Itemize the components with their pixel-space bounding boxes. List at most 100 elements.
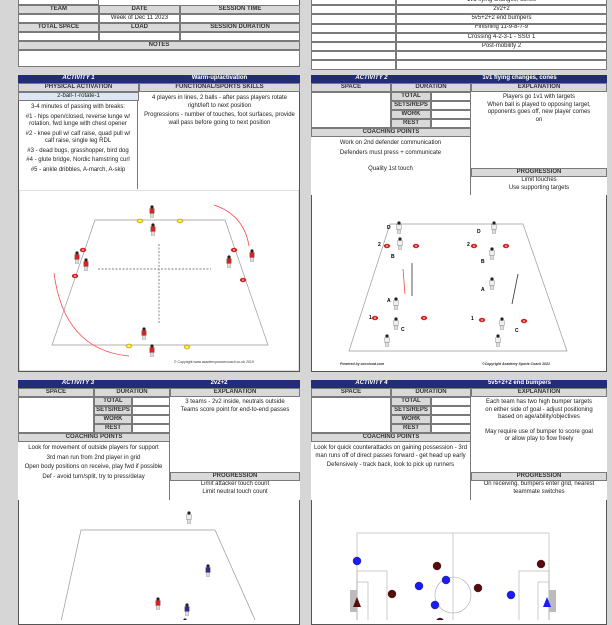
goal-left xyxy=(350,590,357,612)
player-red xyxy=(249,249,255,262)
activity-list-number-cell[interactable] xyxy=(311,0,396,6)
session-duration-value[interactable] xyxy=(180,32,300,41)
player-token xyxy=(414,581,424,591)
progression-text[interactable]: On receiving, bumpers enter grid, neares… xyxy=(471,481,607,500)
sets-reps-value[interactable] xyxy=(431,101,471,110)
space-value[interactable] xyxy=(311,92,391,128)
player-token xyxy=(430,600,440,610)
activity-4-diagram xyxy=(350,532,556,620)
explanation-label: EXPLANATION xyxy=(170,388,300,397)
total-value[interactable] xyxy=(132,397,170,406)
total-label: TOTAL xyxy=(94,397,132,406)
total-value[interactable] xyxy=(431,92,471,101)
date-value[interactable]: Week of Dec 11 2023 xyxy=(99,14,180,23)
player-red xyxy=(83,258,89,271)
explanation-label: EXPLANATION xyxy=(471,83,607,92)
player xyxy=(184,603,190,616)
functional-skills-label: FUNCTIONAL/SPORTS SKILLS xyxy=(139,83,300,92)
player-white xyxy=(396,221,402,234)
total-space-value[interactable] xyxy=(18,32,99,41)
position-marker: 2 xyxy=(378,242,381,248)
physical-activation-name[interactable]: 2-ball-T-rotate-1 xyxy=(18,92,139,101)
rest-value[interactable] xyxy=(431,119,471,128)
total-label: TOTAL xyxy=(391,92,431,101)
activity-list-number-cell[interactable] xyxy=(311,51,396,61)
position-marker: A xyxy=(387,298,391,304)
activity-list-item[interactable]: Finishing 11-9-8-7-9 xyxy=(396,23,607,33)
team-value[interactable] xyxy=(18,14,99,23)
position-marker: D xyxy=(387,225,391,231)
rest-value[interactable] xyxy=(431,424,471,433)
physical-line: #1 - hips open/closed, reverse lunge w/ … xyxy=(25,113,131,128)
activity2-number-text: ACTIVITY 2 xyxy=(355,75,388,82)
goalkeeper-blue xyxy=(543,597,551,607)
explanation-line: Each team has two high bumper targets on… xyxy=(485,399,593,420)
explanation-text[interactable]: Each team has two high bumper targets on… xyxy=(471,397,607,472)
activity-list-number-cell[interactable] xyxy=(311,32,396,42)
session-time-value[interactable] xyxy=(180,14,300,23)
activity-list-item[interactable]: Crossing 4-2-3-1 - SSG 1 xyxy=(396,32,607,42)
coaching-points-text[interactable]: Look for quick counterattacks on gaining… xyxy=(311,442,471,500)
coaching-line: Defenders must press + communicate xyxy=(339,149,442,156)
work-value[interactable] xyxy=(132,415,170,424)
position-marker: 1 xyxy=(471,316,474,322)
player-token xyxy=(536,559,546,569)
player-white xyxy=(499,317,505,330)
notes-field[interactable] xyxy=(18,50,300,67)
activity-list-item[interactable]: Post-mobility 2 xyxy=(396,42,607,52)
activity-list-number-cell[interactable] xyxy=(311,42,396,52)
activity-list-item[interactable]: 1v1 flying changes, cones xyxy=(396,0,607,6)
player-red xyxy=(141,327,147,340)
sets-reps-label: SETS/REPS xyxy=(391,101,431,110)
activity3-title: 2v2+2 xyxy=(138,380,300,388)
position-marker: B xyxy=(481,259,485,265)
load-value[interactable] xyxy=(99,32,180,41)
space-value[interactable] xyxy=(18,397,94,433)
position-marker: 2 xyxy=(467,242,470,248)
rest-value[interactable] xyxy=(132,424,170,433)
work-value[interactable] xyxy=(431,415,471,424)
activity-list-number-cell[interactable] xyxy=(311,5,396,15)
activity3-number: ACTIVITY 3 xyxy=(18,380,138,388)
rest-label: REST xyxy=(391,119,431,128)
activity-list-item[interactable] xyxy=(396,51,607,61)
total-value[interactable] xyxy=(431,397,471,406)
coaching-line: Quality 1st touch xyxy=(368,166,413,172)
explanation-line: When ball is played to opposing target, … xyxy=(487,101,591,123)
player-white xyxy=(491,221,497,234)
activity-list-item[interactable] xyxy=(396,60,607,70)
work-value[interactable] xyxy=(431,110,471,119)
physical-line: 3-4 minutes of passing with breaks: xyxy=(30,104,126,110)
activity-list-number-cell[interactable] xyxy=(311,60,396,70)
player-white xyxy=(384,334,390,347)
sets-reps-value[interactable] xyxy=(132,406,170,415)
player-token xyxy=(352,556,362,566)
activity4-number-text: ACTIVITY 4 xyxy=(355,380,388,387)
duration-label: DURATION xyxy=(94,388,170,397)
duration-label: DURATION xyxy=(391,388,471,397)
activity-list-number-cell[interactable] xyxy=(311,14,396,24)
functional-skills-text[interactable]: 4 players in lines, 2 balls - after pass… xyxy=(140,92,299,189)
explanation-label: EXPLANATION xyxy=(471,388,607,397)
activity-1-number-text: ACTIVITY 1 xyxy=(62,75,95,82)
position-marker: 1 xyxy=(369,315,372,321)
activity-list-item[interactable]: 5v5+2+2 end bumpers xyxy=(396,14,607,24)
diagram-credit-left: Powered by accoloud.com xyxy=(340,362,384,366)
space-label: SPACE xyxy=(18,388,94,397)
space-value[interactable] xyxy=(311,397,391,433)
activity-1-diagram: © Copyright www.academysoccercoach.co.uk… xyxy=(19,190,299,371)
coaching-points-label: COACHING POINTS xyxy=(311,433,471,442)
sets-reps-value[interactable] xyxy=(431,406,471,415)
activity-list-item[interactable]: 2v2+2 xyxy=(396,5,607,15)
coaching-points-text[interactable]: Look for movement of outside players for… xyxy=(18,442,170,500)
explanation-line: May require use of bumper to score goal … xyxy=(485,428,593,443)
physical-activation-text[interactable]: 3-4 minutes of passing with breaks: #1 - … xyxy=(19,101,138,189)
activity-list-number-cell[interactable] xyxy=(311,23,396,33)
player-white xyxy=(489,247,495,260)
